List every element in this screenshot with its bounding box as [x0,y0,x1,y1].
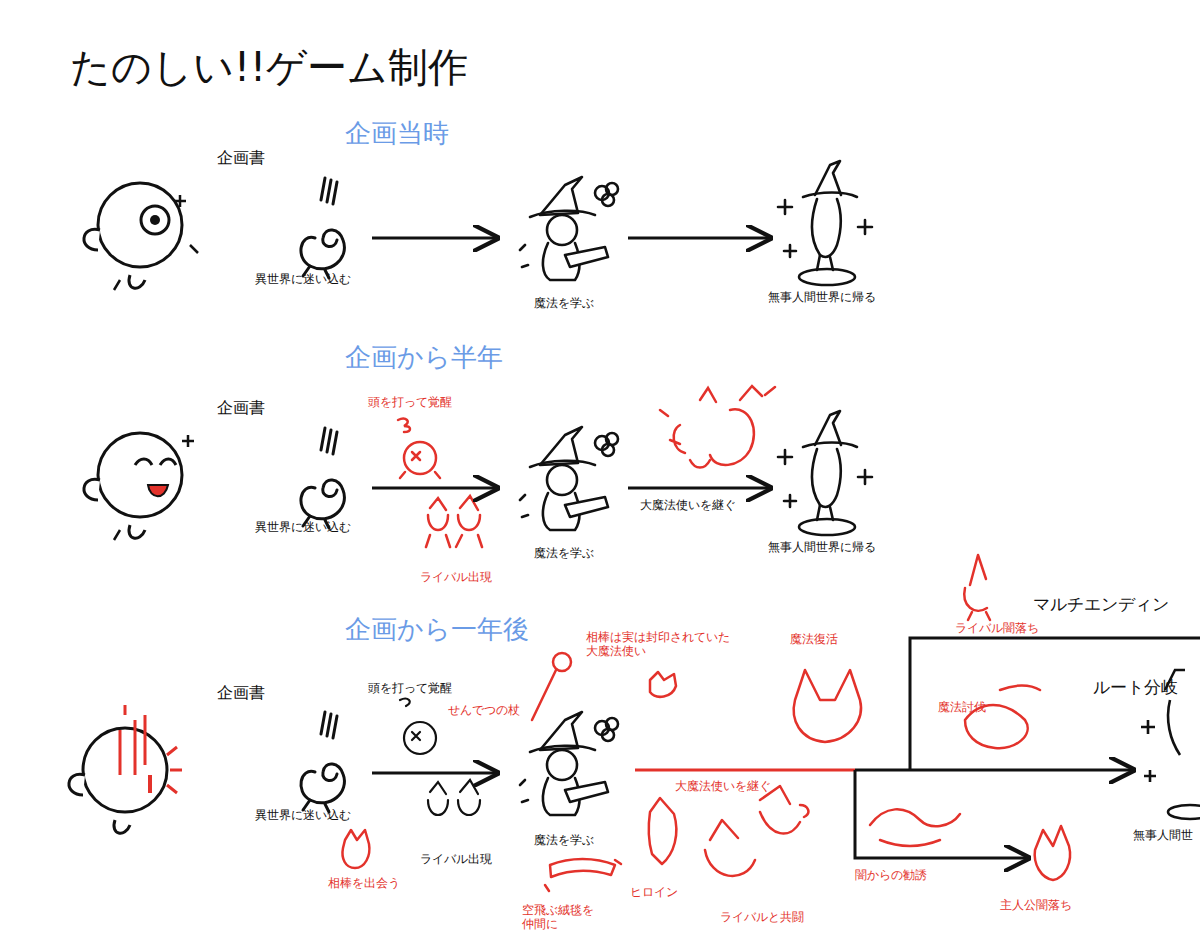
added-note: ライバル出現 [420,570,492,584]
added-note: 魔法討伐 [938,700,986,714]
added-note: 頭を打って覚醒 [368,395,452,409]
caption-label: 魔法を学ぶ [534,546,594,560]
caption-label: 無事人間世界に帰る [768,540,876,554]
added-note: 主人公闇落ち [1000,898,1072,912]
stage-heading: 企画から半年 [345,342,503,373]
added-note: ヒロイン [630,885,678,899]
stage-heading: 企画当時 [345,118,449,149]
caption-label: 異世界に迷い込む [255,520,351,534]
added-note: 魔法復活 [790,632,838,646]
caption-label: 魔法を学ぶ [534,296,594,310]
caption-label: 企画書 [217,398,265,417]
caption-label: 異世界に迷い込む [255,272,351,286]
caption-label: 企画書 [217,683,265,702]
caption-label: 異世界に迷い込む [255,808,351,822]
added-note: ライバル闇落ち [955,621,1039,635]
caption-label: マルチエンディン [1033,594,1169,614]
added-note: 相棒は実は封印されていた 大魔法使い [586,630,730,659]
caption-label: ライバル出現 [420,852,492,866]
added-note: 相棒を出会う [328,876,400,890]
caption-label: 魔法を学ぶ [534,833,594,847]
added-note: せんでつの杖 [448,703,520,717]
caption-label: 無事人間世 [1133,828,1193,842]
page-title: たのしい!!ゲーム制作 [70,40,468,95]
caption-label: ルート分岐 [1093,677,1178,697]
caption-label: 企画書 [217,148,265,167]
added-note: ライバルと共闘 [720,910,804,924]
stage-heading: 企画から一年後 [345,614,529,645]
caption-label: 大魔法使いを継ぐ [640,498,736,512]
caption-label: 無事人間世界に帰る [768,290,876,304]
added-note: 大魔法使いを継ぐ [675,779,771,793]
added-note: 空飛ぶ絨毯を 仲間に [522,903,594,932]
caption-label: 頭を打って覚醒 [368,681,452,695]
added-note: 闇からの勧誘 [855,868,927,882]
